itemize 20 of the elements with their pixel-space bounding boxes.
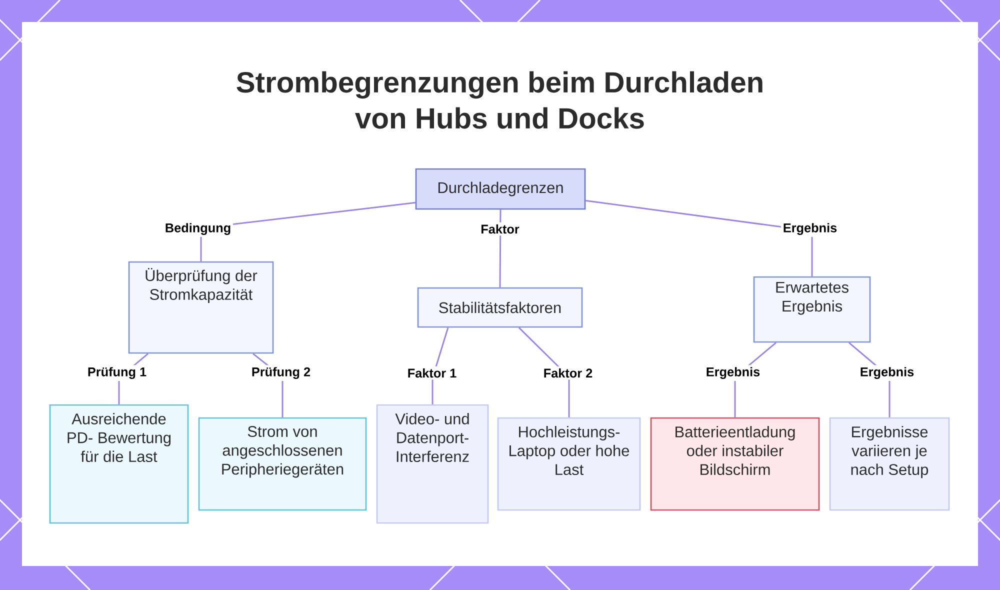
process-box: Erwartetes Ergebnis bbox=[753, 276, 871, 343]
process-box: Batterieentladung oder instabiler Bildschirm bbox=[650, 417, 820, 511]
process-box: Überprüfung der Stromkapazität bbox=[128, 261, 274, 354]
edge-label: Faktor bbox=[478, 222, 522, 236]
edge-label: Faktor 1 bbox=[405, 366, 459, 380]
process-box: Strom von angeschlossenen Peripheriegeräten bbox=[198, 417, 367, 511]
edge-label: Ergebnis bbox=[704, 365, 762, 381]
process-box: Durchladegrenzen bbox=[415, 168, 586, 210]
edge-label: Bedingung bbox=[162, 221, 234, 237]
edge-label: Ergebnis bbox=[858, 365, 916, 381]
process-box: Hochleistungs- Laptop oder hohe Last bbox=[497, 417, 641, 511]
title: Strombegrenzungen beim Durchladen von Hubs und Docks bbox=[236, 71, 762, 129]
process-box: Stabilitätsfaktoren bbox=[417, 287, 583, 328]
process-box: Video- und Datenport- Interferenz bbox=[376, 404, 489, 524]
process-box: Ausreichende PD- Bewertung für die Last bbox=[49, 404, 189, 524]
edge-label: Prüfung 1 bbox=[85, 365, 149, 381]
edge-label: Ergebnis bbox=[780, 221, 840, 237]
edge-label: Prüfung 2 bbox=[249, 365, 313, 381]
edge-label: Faktor 2 bbox=[541, 366, 595, 380]
process-box: Ergebnisse variieren je nach Setup bbox=[829, 417, 950, 511]
